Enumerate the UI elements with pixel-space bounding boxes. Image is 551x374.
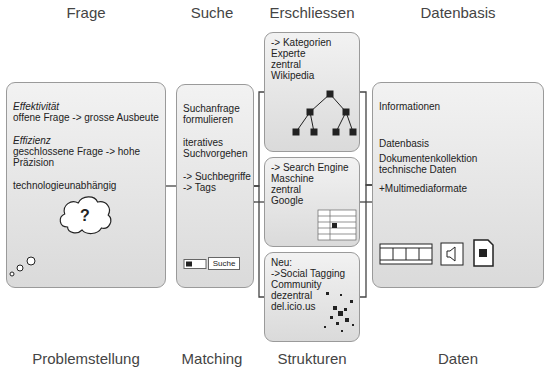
search-button: Suche bbox=[208, 257, 240, 270]
column-footer: Matching bbox=[182, 350, 243, 367]
node-text: Neu: bbox=[271, 257, 353, 268]
node-text: Maschine bbox=[271, 173, 353, 184]
node-text: -> Tags bbox=[183, 182, 247, 193]
structure-box: -> Search EngineMaschinezentralGoogle bbox=[264, 157, 360, 247]
node-text: iteratives Suchvorgehen bbox=[183, 137, 247, 159]
node-text: +Multimediaformate bbox=[379, 183, 537, 194]
column-heading: Datenbasis bbox=[420, 4, 495, 21]
node-text: Wikipedia bbox=[271, 70, 353, 81]
node-text: Suchanfrage formulieren bbox=[183, 103, 247, 125]
structure-box: Neu:->Social TaggingCommunitydezentralde… bbox=[264, 252, 360, 342]
tag-dots bbox=[324, 292, 354, 332]
node-text: Suche bbox=[209, 258, 239, 269]
node-text: ->Social Tagging bbox=[271, 268, 353, 279]
search-box: Suchanfrage formulieren iteratives Suchvo… bbox=[176, 84, 254, 288]
structure-box: -> KategorienExpertezentralWikipedia bbox=[264, 32, 360, 152]
node-text: Effektivität bbox=[13, 101, 159, 112]
node-text: Community bbox=[271, 279, 353, 290]
speaker-icon bbox=[441, 243, 463, 265]
thought-cloud: ? bbox=[56, 193, 114, 237]
connector bbox=[254, 186, 264, 297]
connector bbox=[166, 185, 176, 186]
document-icon bbox=[474, 240, 493, 266]
node-text: del.icio.us bbox=[271, 301, 353, 312]
category-tree bbox=[293, 91, 356, 135]
column-heading: Frage bbox=[66, 4, 105, 21]
index-table bbox=[318, 210, 356, 240]
film-strip-icon bbox=[380, 244, 432, 264]
thought-dots bbox=[10, 257, 35, 276]
node-text: ? bbox=[80, 210, 90, 221]
connector bbox=[254, 92, 264, 186]
connector bbox=[360, 92, 372, 185]
node-text: Google bbox=[271, 195, 353, 206]
node-text: dezentral bbox=[271, 290, 353, 301]
node-text: Effizienz bbox=[13, 135, 159, 146]
node-text: Dokumentenkollektion technische Daten bbox=[379, 153, 491, 175]
node-text: Datenbasis bbox=[379, 138, 537, 149]
node-text: -> Kategorien bbox=[271, 37, 353, 48]
node-text: zentral bbox=[271, 59, 353, 70]
connector bbox=[360, 185, 372, 297]
node-text: zentral bbox=[271, 184, 353, 195]
column-footer: Daten bbox=[438, 350, 478, 367]
column-heading: Suche bbox=[191, 4, 234, 21]
node-text: -> Search Engine bbox=[271, 162, 353, 173]
column-footer: Strukturen bbox=[277, 350, 346, 367]
node-text: offene Frage -> grosse Ausbeute bbox=[13, 112, 159, 123]
column-heading: Erschliessen bbox=[269, 4, 354, 21]
search-field bbox=[184, 260, 206, 269]
node-text: Informationen bbox=[379, 101, 537, 112]
node-text: -> Suchbegriffe bbox=[183, 171, 247, 182]
node-text: geschlossene Frage -> hohe Präzision bbox=[13, 146, 159, 168]
data-box: InformationenDatenbasisDokumentenkollekt… bbox=[372, 82, 544, 288]
question-box: Effektivitätoffene Frage -> grosse Ausbe… bbox=[6, 82, 166, 288]
node-text: Experte bbox=[271, 48, 353, 59]
node-text: technologieunabhängig bbox=[13, 180, 159, 191]
column-footer: Problemstellung bbox=[32, 350, 140, 367]
